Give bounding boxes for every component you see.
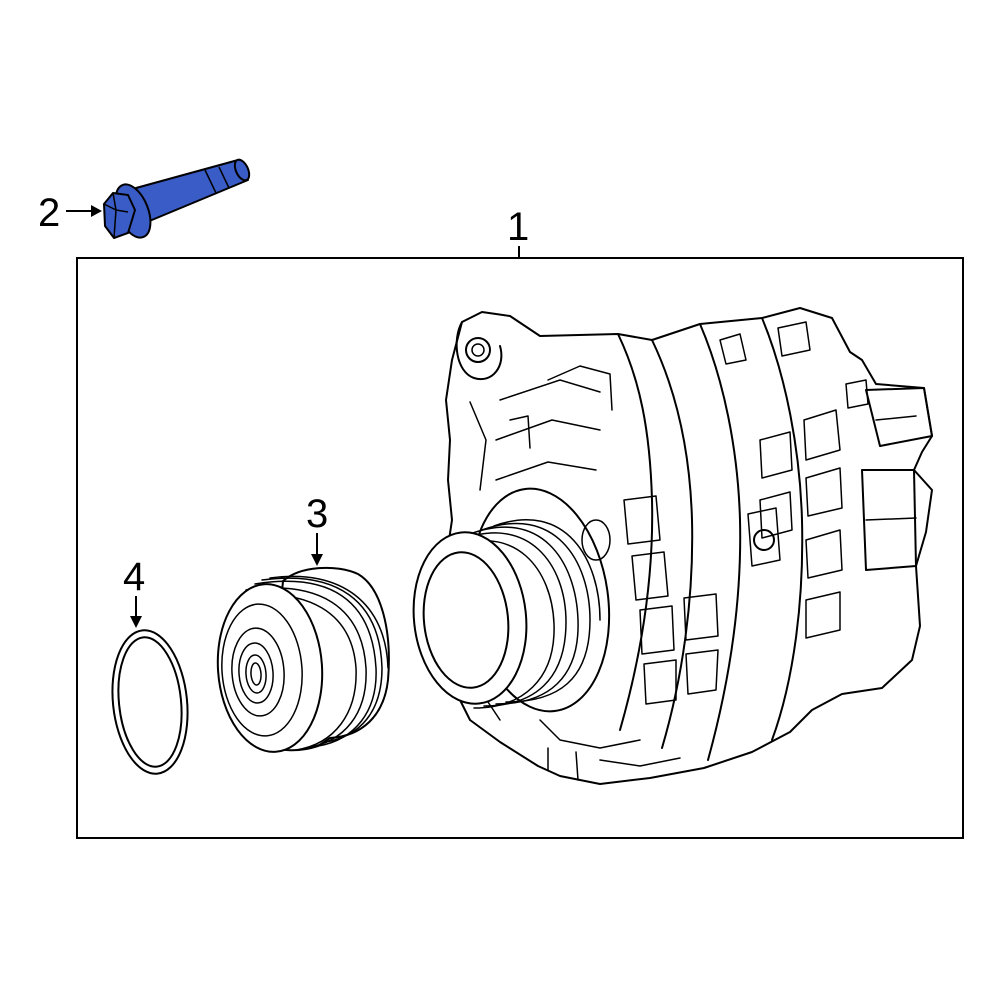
callout-2[interactable]: 2 <box>38 191 60 235</box>
alternator-part[interactable] <box>405 307 933 785</box>
pulley-part[interactable] <box>212 566 390 756</box>
callout-4[interactable]: 4 <box>123 555 145 599</box>
leader-arrow-4 <box>130 596 142 628</box>
leader-arrow-3 <box>311 533 323 566</box>
callout-1[interactable]: 1 <box>507 205 529 249</box>
callout-3[interactable]: 3 <box>306 492 328 536</box>
bolt-part[interactable] <box>103 157 252 242</box>
seal-ring-part[interactable] <box>106 627 195 778</box>
leader-arrow-2 <box>66 205 102 217</box>
